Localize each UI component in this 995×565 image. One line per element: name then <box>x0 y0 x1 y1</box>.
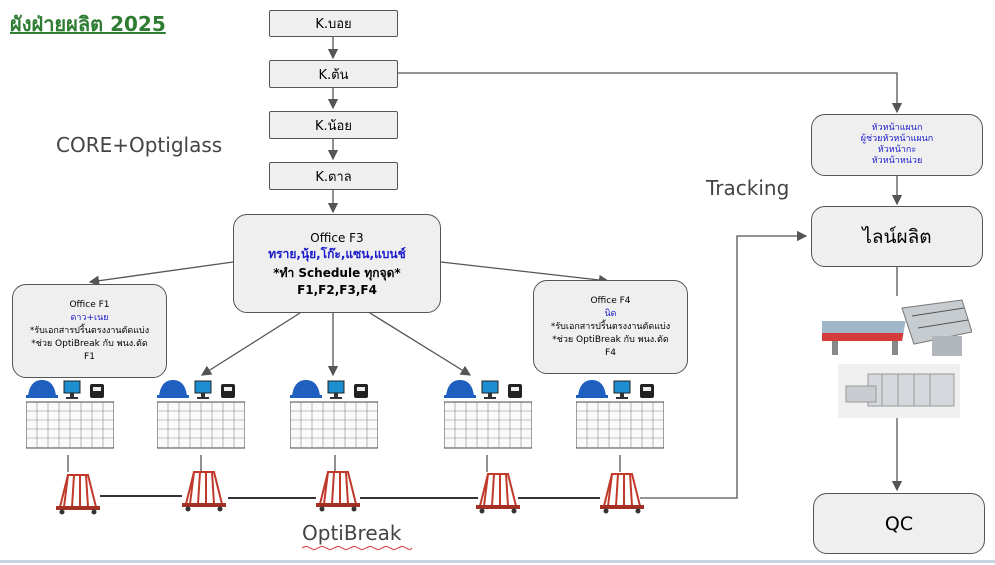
production-line-box: ไลน์ผลิต <box>811 206 983 267</box>
supervisor-role: หัวหน้าแผนก <box>871 123 923 133</box>
office-f4-box: Office F4 นิด *รับเอกสารปริ้นตรงงานตัดแบ… <box>533 280 688 374</box>
hard-hat-icon <box>446 380 474 396</box>
monitor-icon <box>327 380 345 394</box>
office-floors: F1,F2,F3,F4 <box>297 282 377 297</box>
glass-cutting-machine-image <box>815 296 973 362</box>
manager-box-boy: K.บอย <box>269 10 398 37</box>
office-task: *ทำ Schedule ทุกจุด* <box>273 265 401 280</box>
office-name: Office F1 <box>69 299 110 310</box>
office-staff: ดาว+เนย <box>70 312 109 323</box>
core-optiglass-label: CORE+Optiglass <box>56 133 223 157</box>
cutting-station <box>289 378 379 458</box>
office-name: Office F3 <box>310 230 364 245</box>
office-name: Office F4 <box>590 295 631 306</box>
footer-divider <box>0 560 995 563</box>
monitor-icon <box>63 380 81 394</box>
hard-hat-icon <box>159 380 187 396</box>
office-task: *ช่วย OptiBreak กับ พนง.ตัด <box>552 334 669 345</box>
glass-rack-icon <box>56 473 100 519</box>
office-task: *รับเอกสารปริ้นตรงงานตัดแบ่ง <box>550 321 671 332</box>
cutting-station <box>575 378 665 458</box>
hard-hat-icon <box>28 380 56 396</box>
cutting-station <box>443 378 533 458</box>
optibreak-label: OptiBreak <box>302 521 402 545</box>
office-task: *ช่วย OptiBreak กับ พนง.ตัด <box>31 338 148 349</box>
manager-box-ton: K.ต้น <box>269 60 398 88</box>
manager-name: K.บอย <box>315 17 352 32</box>
manager-box-noi: K.น้อย <box>269 111 398 139</box>
office-floor: F4 <box>605 347 616 358</box>
manager-name: K.น้อย <box>315 118 352 134</box>
hard-hat-icon <box>292 380 320 396</box>
office-f1-box: Office F1 ดาว+เนย *รับเอกสารปริ้นตรงงานต… <box>12 284 167 378</box>
manager-name: K.ต้น <box>318 67 349 83</box>
tracking-label: Tracking <box>706 176 790 200</box>
monitor-icon <box>194 380 212 394</box>
manager-name: K.ตาล <box>315 169 352 185</box>
office-f3-box: Office F3 ทราย,นุ้ย,โก๊ะ,แซน,แบนช์ *ทำ S… <box>233 214 441 313</box>
glass-rack-icon <box>182 470 226 516</box>
production-line-label: ไลน์ผลิต <box>862 225 932 248</box>
cutting-station <box>156 378 246 458</box>
supervisor-box: หัวหน้าแผนก ผู้ช่วยหัวหน้าแผนก หัวหน้ากะ… <box>811 114 983 176</box>
glass-rack-icon <box>476 472 520 518</box>
supervisor-role: หัวหน้ากะ <box>877 145 917 155</box>
monitor-icon <box>613 380 631 394</box>
manager-box-tan: K.ตาล <box>269 162 398 190</box>
supervisor-role: หัวหน้าหน่วย <box>871 156 923 166</box>
page-title: ผังฝ่ายผลิต 2025 <box>10 12 166 36</box>
supervisor-role: ผู้ช่วยหัวหน้าแผนก <box>860 134 934 144</box>
glass-rack-icon <box>600 472 644 518</box>
office-task: *รับเอกสารปริ้นตรงงานตัดแบ่ง <box>29 325 150 336</box>
qc-label: QC <box>884 512 914 535</box>
monitor-icon <box>481 380 499 394</box>
glass-processing-machine-image <box>838 364 960 418</box>
office-floor: F1 <box>84 351 95 362</box>
hard-hat-icon <box>578 380 606 396</box>
glass-rack-icon <box>316 470 360 516</box>
qc-box: QC <box>813 493 985 554</box>
cutting-station <box>25 378 115 458</box>
office-staff: ทราย,นุ้ย,โก๊ะ,แซน,แบนช์ <box>268 246 406 261</box>
office-staff: นิด <box>604 308 617 319</box>
